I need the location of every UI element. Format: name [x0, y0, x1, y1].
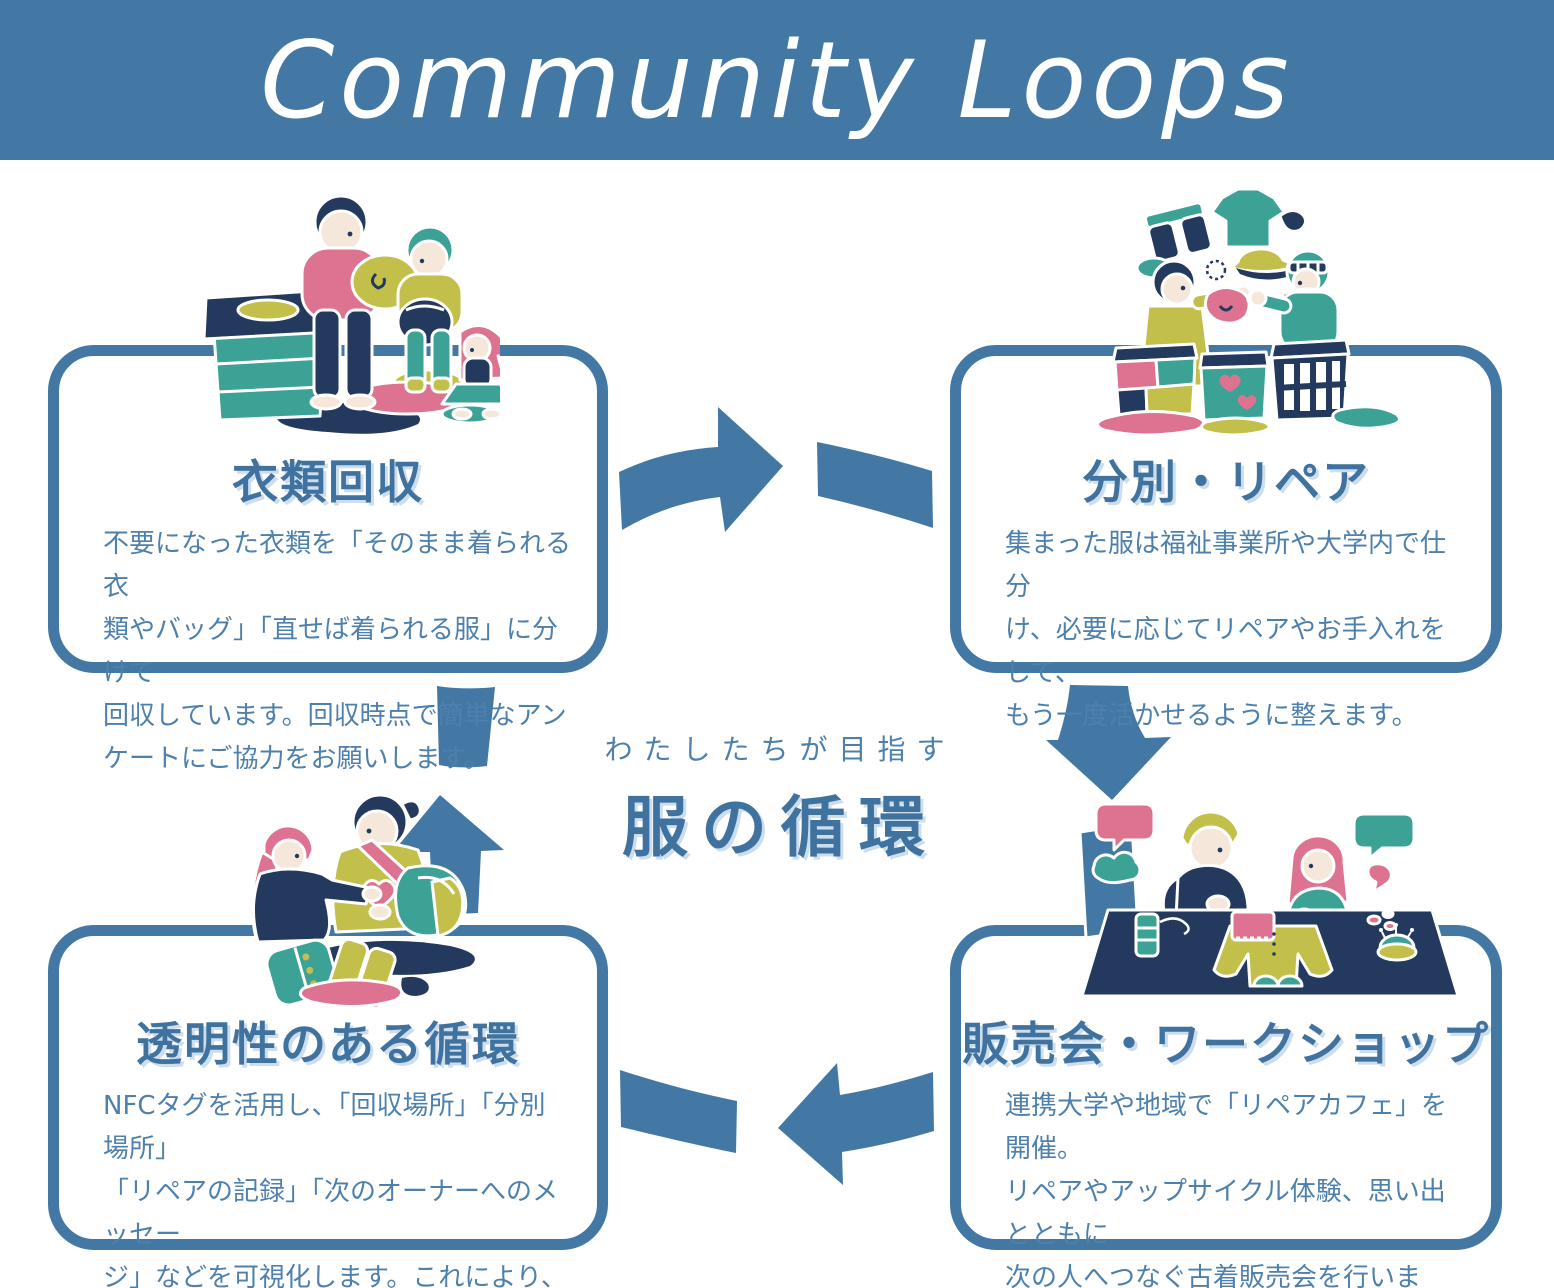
center-kicker: わたしたちが目指す — [604, 733, 956, 766]
step-description-sale-workshop: 連携大学や地域で「リペアカフェ」を開催。 リペアやアップサイクル体験、思い出とと… — [1005, 1091, 1448, 1288]
center-title: 服の循環 — [622, 789, 938, 866]
transparent-loop-illustration — [250, 793, 475, 1010]
sorting-repair-illustration — [1096, 187, 1402, 434]
step-title-collection: 衣類回収 — [232, 455, 424, 509]
step-title-transparent-loop: 透明性のある循環 — [136, 1017, 520, 1071]
center-label: わたしたちが目指す 服の循環 — [552, 728, 1008, 870]
step-description-transparent-loop: NFCタグを活用し、「回収場所」「分別場所」 「リペアの記録」「次のオーナーへの… — [103, 1091, 567, 1288]
arrow-up-icon — [393, 686, 504, 915]
arrow-right-icon — [619, 407, 933, 532]
step-title-sorting-repair: 分別・リペア — [1082, 455, 1370, 509]
step-description-collection: 不要になった衣類を「そのまま着られる衣 類やバッグ」「直せば着られる服」に分けて… — [103, 529, 572, 774]
page-title: Community Loops — [260, 18, 1294, 142]
workshop-illustration — [1078, 802, 1460, 998]
step-box-sorting-repair: 分別・リペア 集まった服は福祉事業所や大学内で仕分 け、必要に応じてリペアやお手… — [950, 345, 1502, 731]
step-title-sale-workshop: 販売会・ワークショップ — [962, 1017, 1490, 1071]
arrow-left-icon — [620, 1063, 934, 1185]
step-description-sorting-repair: 集まった服は福祉事業所や大学内で仕分 け、必要に応じてリペアやお手入れをして、 … — [1005, 529, 1446, 731]
header-banner: Community Loops — [0, 0, 1554, 160]
collection-illustration — [202, 194, 500, 434]
arrow-down-icon — [1046, 685, 1171, 800]
